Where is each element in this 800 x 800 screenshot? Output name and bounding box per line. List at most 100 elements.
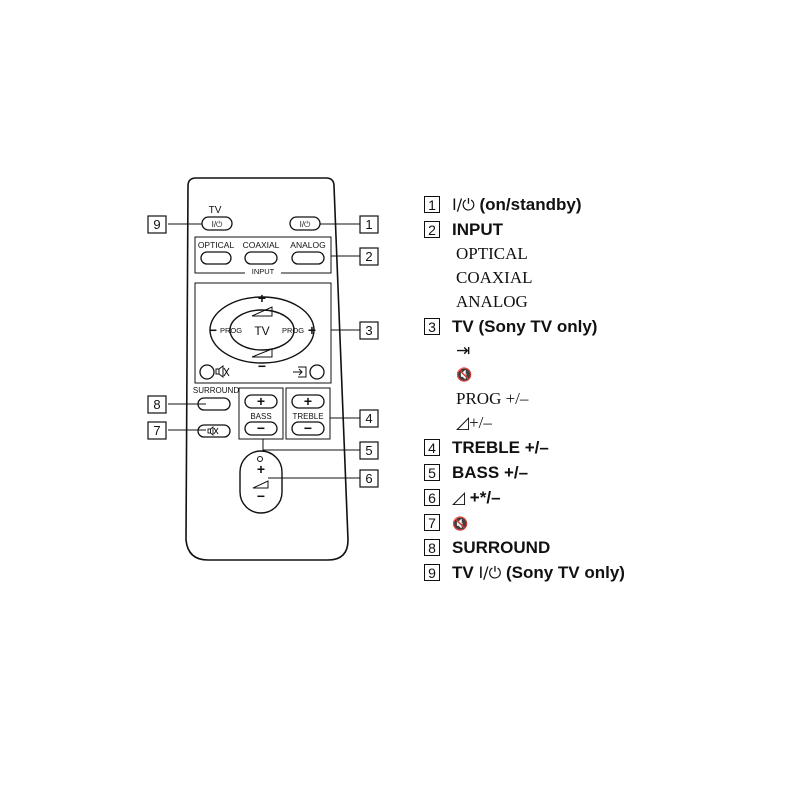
- legend-item-3: 3 TV (Sony TV only): [424, 314, 784, 339]
- volume-plus-symbol: +: [257, 461, 265, 477]
- remote-body: [185, 177, 349, 561]
- surround-label: SURROUND: [193, 386, 239, 395]
- legend-num: 6: [424, 489, 440, 506]
- svg-text:6: 6: [365, 471, 372, 486]
- power-symbol: I/⏻: [300, 220, 311, 229]
- legend-num: 4: [424, 439, 440, 456]
- prog-minus-symbol: −: [209, 322, 217, 338]
- vol-plus-symbol: +: [258, 290, 266, 306]
- prog-right-label: PROG: [282, 326, 304, 335]
- treble-plus-symbol: +: [304, 393, 312, 409]
- legend-item-7: 7 🔇: [424, 510, 784, 535]
- legend-label: TREBLE +/–: [452, 437, 549, 457]
- volume-tactile-dot: [257, 456, 263, 462]
- tv-power-symbol: I/⏻: [212, 220, 223, 229]
- vol-minus-symbol: −: [258, 358, 266, 374]
- volume-icon: ◿: [452, 487, 466, 508]
- legend-num: 2: [424, 221, 440, 238]
- bass-frame: [238, 387, 284, 440]
- legend-sub: COAXIAL: [456, 268, 533, 287]
- input-icon: ⇥: [456, 341, 471, 361]
- bass-plus-symbol: +: [257, 393, 265, 409]
- legend-sub: ⇥: [424, 339, 784, 363]
- mute-button[interactable]: [197, 424, 231, 438]
- tv-label: TV: [209, 205, 222, 216]
- vol-down-icon: [251, 348, 273, 358]
- legend: 1 I/⏻ (on/standby) 2 INPUT OPTICAL COAXI…: [424, 192, 784, 585]
- tv-mute-button[interactable]: [199, 364, 215, 380]
- coaxial-button[interactable]: [244, 251, 278, 265]
- callout-3: 3: [359, 321, 379, 340]
- callout-6: 6: [359, 469, 379, 488]
- legend-num: 7: [424, 514, 440, 531]
- legend-sub: OPTICAL: [456, 244, 528, 263]
- coaxial-label: COAXIAL: [243, 240, 280, 250]
- svg-text:3: 3: [365, 323, 372, 338]
- legend-num: 1: [424, 196, 440, 213]
- legend-item-8: 8 SURROUND: [424, 535, 784, 560]
- tv-control-frame: [194, 282, 332, 384]
- legend-label: SURROUND: [452, 537, 551, 557]
- svg-text:4: 4: [365, 411, 372, 426]
- legend-num: 8: [424, 539, 440, 556]
- legend-sub: ANALOG: [456, 292, 528, 311]
- svg-text:9: 9: [153, 217, 160, 232]
- bass-minus-symbol: −: [257, 420, 265, 436]
- analog-label: ANALOG: [290, 240, 325, 250]
- prog-plus-symbol: +: [308, 322, 316, 338]
- legend-num: 3: [424, 318, 440, 335]
- callout-5: 5: [359, 441, 379, 460]
- treble-label: TREBLE: [292, 412, 323, 421]
- legend-label: INPUT: [452, 219, 503, 239]
- legend-label: (on/standby): [474, 194, 582, 214]
- tv-input-icon: [293, 366, 307, 378]
- legend-item-2: 2 INPUT: [424, 217, 784, 242]
- bass-plus-button[interactable]: [244, 394, 278, 409]
- legend-item-4: 4 TREBLE +/–: [424, 435, 784, 460]
- treble-plus-button[interactable]: [291, 394, 325, 409]
- svg-text:5: 5: [365, 443, 372, 458]
- legend-label: TV (Sony TV only): [452, 316, 598, 336]
- callout-8: 8: [147, 395, 167, 414]
- svg-text:7: 7: [153, 423, 160, 438]
- dpad-center-label: TV: [254, 324, 269, 338]
- callout-7: 7: [147, 421, 167, 440]
- svg-text:2: 2: [365, 249, 372, 264]
- legend-num: 5: [424, 464, 440, 481]
- legend-label: BASS +/–: [452, 462, 529, 482]
- mute-icon: [215, 365, 230, 378]
- svg-text:8: 8: [153, 397, 160, 412]
- mute-button-icon: [207, 426, 219, 436]
- leader-lines: [168, 223, 360, 479]
- legend-item-5: 5 BASS +/–: [424, 460, 784, 485]
- legend-label-prefix: TV: [452, 562, 479, 582]
- callout-4: 4: [359, 409, 379, 428]
- optical-label: OPTICAL: [198, 240, 235, 250]
- power-icon: I/⏻: [478, 562, 502, 582]
- treble-minus-symbol: −: [304, 420, 312, 436]
- legend-label: +*/–: [465, 487, 501, 507]
- tv-input-button[interactable]: [309, 364, 325, 380]
- mute-icon: 🔇: [452, 516, 469, 532]
- volume-minus-symbol: −: [257, 488, 265, 504]
- legend-sub: 🔇: [424, 363, 784, 387]
- bass-minus-button[interactable]: [244, 421, 278, 436]
- callout-2: 2: [359, 247, 379, 266]
- volume-rocker[interactable]: [239, 450, 283, 514]
- bass-label: BASS: [250, 412, 271, 421]
- prog-left-label: PROG: [220, 326, 242, 335]
- vol-up-icon: [251, 306, 273, 317]
- legend-sub: PROG +/–: [456, 389, 529, 408]
- analog-button[interactable]: [291, 251, 325, 265]
- svg-text:1: 1: [365, 217, 372, 232]
- optical-button[interactable]: [200, 251, 232, 265]
- legend-label: (Sony TV only): [501, 562, 625, 582]
- dpad-outer: [209, 296, 315, 364]
- remote-control-diagram: TV I/⏻ I/⏻ OPTICAL COAXIAL ANALOG INPUT …: [147, 177, 379, 561]
- volume-icon: ◿: [456, 413, 470, 433]
- power-icon: I/⏻: [452, 194, 475, 214]
- treble-minus-button[interactable]: [291, 421, 325, 436]
- input-group-label: INPUT: [252, 267, 275, 276]
- callout-9: 9: [147, 215, 167, 234]
- volume-icon: [252, 480, 269, 489]
